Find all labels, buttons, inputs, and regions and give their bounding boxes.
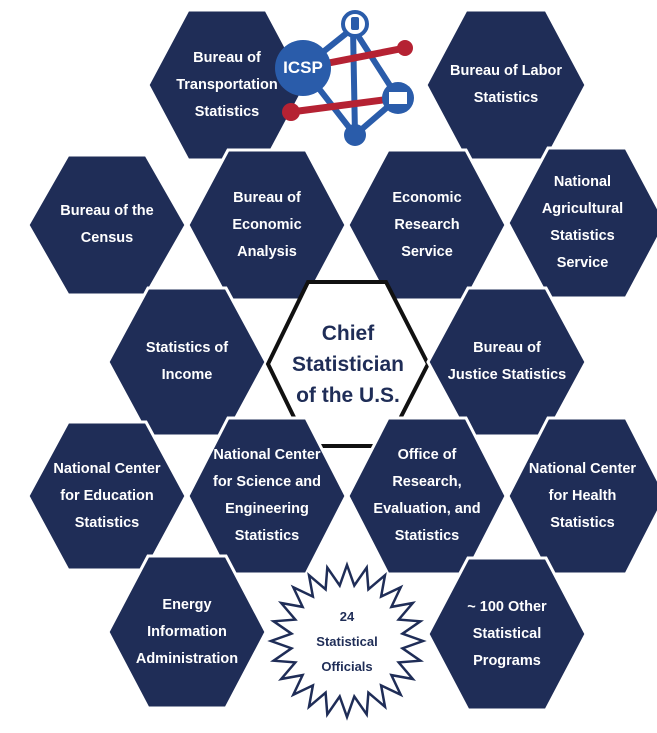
- label-other: ~ 100 Other Statistical Programs: [467, 598, 547, 669]
- icsp-logo: [275, 10, 414, 146]
- label-nchs: National Center for Health Statistics: [528, 460, 637, 531]
- icsp-logo-text: ICSP: [283, 58, 323, 77]
- hex-eia: [106, 554, 268, 710]
- hex-other: [426, 556, 588, 712]
- label-nass: National Agricultural Statistics Service: [541, 174, 624, 271]
- label-bjs: Bureau of Justice Statistics: [447, 340, 567, 383]
- label-bts: Bureau of Transportation Statistics: [176, 49, 278, 120]
- label-bls: Bureau of Labor Statistics: [450, 63, 562, 106]
- label-nces: National Center for Education Statistics: [53, 460, 161, 531]
- center-label: Chief Statistician of the U.S.: [291, 321, 405, 407]
- red-node-icon: [397, 40, 413, 56]
- icsp-logo-circle: [275, 40, 331, 96]
- statistical-officials-starburst: [267, 561, 427, 721]
- star-label: 24 Statistical Officials: [316, 608, 378, 674]
- label-bea: Bureau of Economic Analysis: [232, 189, 302, 260]
- hex-nchs: [506, 416, 657, 576]
- label-ers: Economic Research Service: [392, 189, 462, 260]
- dna-icon: [344, 124, 366, 146]
- label-eia: Energy Information Administration: [135, 596, 239, 667]
- red-node-icon: [282, 103, 300, 121]
- label-soi: Statistics of Income: [145, 340, 229, 383]
- hex-ncses: [186, 416, 348, 576]
- label-ncses: National Center for Science and Engineer…: [213, 447, 321, 544]
- label-census: Bureau of the Census: [60, 203, 154, 246]
- label-opre: Office of Research, Evaluation, and Stat…: [373, 447, 481, 544]
- hex-nass: [506, 146, 657, 300]
